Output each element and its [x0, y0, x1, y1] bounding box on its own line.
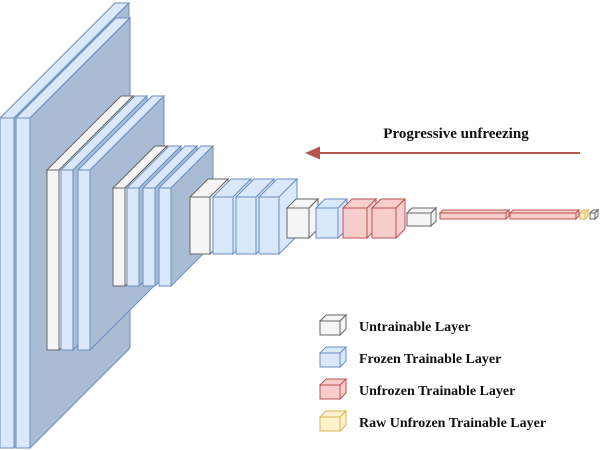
legend-label-untrainable: Untrainable Layer — [359, 320, 471, 335]
block5-untrainable-layer — [285, 197, 320, 240]
progressive-unfreezing-arrow: Progressive unfreezing — [305, 126, 580, 160]
raw-cube-icon — [318, 409, 348, 433]
legend-label-unfrozen: Unfrozen Trainable Layer — [359, 384, 515, 399]
frozen-cube-icon — [318, 345, 348, 369]
block5-frozen-layer — [314, 197, 349, 240]
arrow-head — [305, 146, 320, 160]
legend-item-unfrozen: Unfrozen Trainable Layer — [318, 377, 515, 401]
legend-label-raw: Raw Unfrozen Trainable Layer — [359, 416, 546, 431]
arrow-label: Progressive unfreezing — [383, 126, 529, 142]
legend-item-frozen: Frozen Trainable Layer — [318, 345, 501, 369]
legend-item-raw: Raw Unfrozen Trainable Layer — [318, 409, 546, 433]
head-unfrozen-dense-1 — [438, 208, 511, 221]
head-untrainable-layer — [405, 206, 438, 228]
block5-unfrozen-layer-1 — [341, 197, 378, 240]
legend-label-frozen: Frozen Trainable Layer — [359, 352, 501, 367]
head-unfrozen-dense-2 — [508, 208, 581, 221]
unfrozen-cube-icon — [318, 377, 348, 401]
head-untrainable-output — [588, 208, 600, 221]
legend: Untrainable Layer Frozen Trainable Layer… — [318, 313, 546, 433]
block5-unfrozen-layer-2 — [370, 197, 407, 240]
untrainable-cube-icon — [318, 313, 348, 337]
head-raw-output-layer — [578, 208, 590, 221]
legend-item-untrainable: Untrainable Layer — [318, 313, 471, 337]
